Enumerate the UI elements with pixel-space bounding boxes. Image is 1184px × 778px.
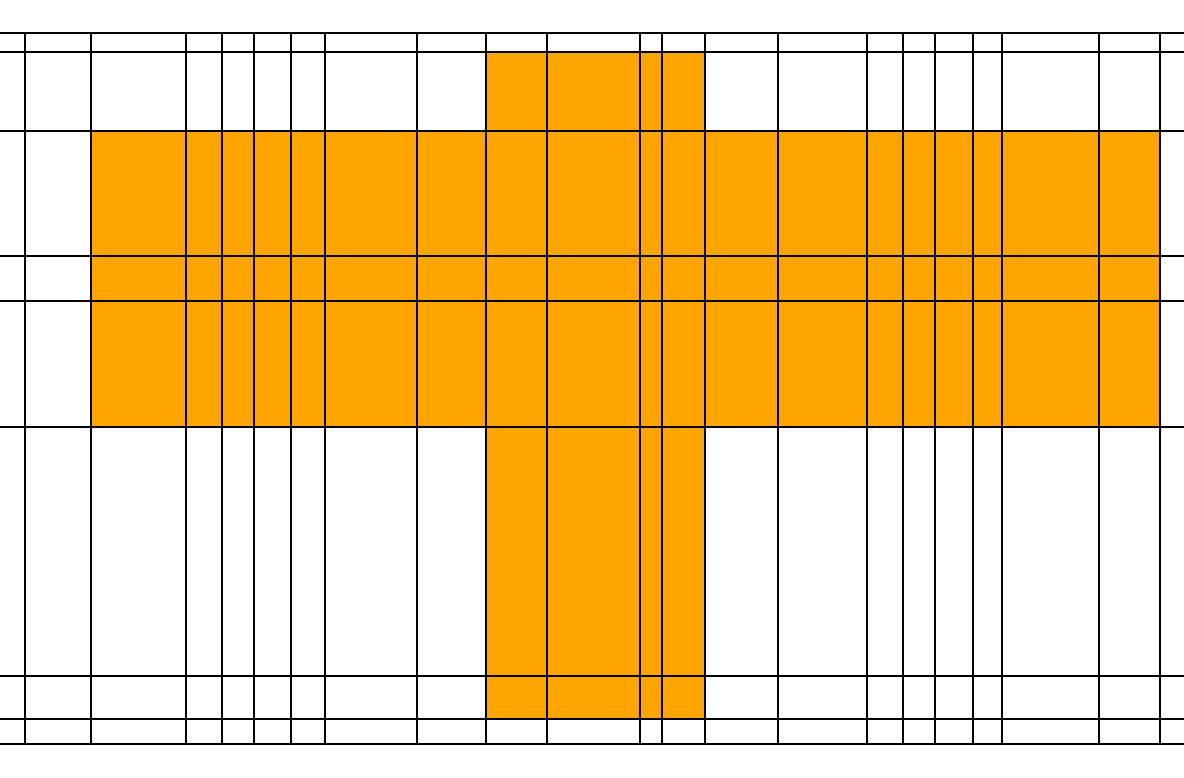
highlighted-cell xyxy=(1099,131,1160,256)
grid-lines xyxy=(0,32,1184,745)
highlighted-cell xyxy=(662,131,705,256)
highlighted-cell xyxy=(325,256,417,301)
highlighted-cell xyxy=(662,676,705,719)
highlighted-cell xyxy=(935,256,973,301)
highlighted-cell xyxy=(547,301,640,427)
highlighted-cell xyxy=(325,131,417,256)
highlighted-cell xyxy=(486,676,547,719)
highlighted-cell xyxy=(640,52,662,131)
highlighted-cell xyxy=(973,301,1002,427)
highlighted-cell xyxy=(1002,131,1099,256)
highlighted-cell xyxy=(973,131,1002,256)
highlighted-cell xyxy=(222,131,254,256)
highlighted-cell xyxy=(662,301,705,427)
highlighted-cell xyxy=(973,256,1002,301)
highlighted-cell xyxy=(254,301,291,427)
highlighted-cell xyxy=(186,256,222,301)
highlighted-cell xyxy=(417,301,486,427)
highlighted-cell xyxy=(417,131,486,256)
highlighted-cell xyxy=(640,131,662,256)
highlighted-cell xyxy=(662,427,705,676)
highlighted-cell xyxy=(705,256,778,301)
highlighted-cell xyxy=(903,131,935,256)
highlighted-cell xyxy=(417,256,486,301)
highlighted-cell xyxy=(325,301,417,427)
highlighted-cell xyxy=(254,131,291,256)
highlighted-cell xyxy=(91,301,186,427)
highlighted-cell xyxy=(778,301,867,427)
highlighted-cell xyxy=(778,256,867,301)
highlighted-cell xyxy=(222,301,254,427)
highlighted-cell xyxy=(486,131,547,256)
highlighted-cell xyxy=(486,301,547,427)
highlighted-cell xyxy=(291,131,325,256)
highlighted-cell xyxy=(640,301,662,427)
highlighted-cell xyxy=(705,301,778,427)
highlighted-cell xyxy=(486,52,547,131)
highlighted-cell xyxy=(640,676,662,719)
highlighted-cell xyxy=(935,301,973,427)
highlighted-cell xyxy=(486,427,547,676)
highlighted-cell xyxy=(705,131,778,256)
highlighted-cell xyxy=(1002,301,1099,427)
highlighted-cell xyxy=(91,256,186,301)
highlighted-cell xyxy=(778,131,867,256)
highlighted-cell xyxy=(547,131,640,256)
highlighted-cell xyxy=(903,256,935,301)
highlighted-cell xyxy=(1002,256,1099,301)
highlighted-cell xyxy=(547,676,640,719)
highlighted-cell xyxy=(547,52,640,131)
highlighted-cell xyxy=(486,256,547,301)
highlighted-cell xyxy=(547,256,640,301)
highlighted-cell xyxy=(547,427,640,676)
highlighted-cell xyxy=(640,256,662,301)
highlighted-cell xyxy=(186,131,222,256)
highlighted-cell xyxy=(935,131,973,256)
highlighted-cell xyxy=(222,256,254,301)
highlighted-cell xyxy=(1099,256,1160,301)
highlighted-cell xyxy=(291,256,325,301)
highlighted-cell xyxy=(186,301,222,427)
highlighted-cell xyxy=(867,131,903,256)
highlighted-cell xyxy=(291,301,325,427)
highlighted-cell xyxy=(662,256,705,301)
highlighted-cells xyxy=(91,52,1160,719)
highlighted-cell xyxy=(1099,301,1160,427)
highlighted-cell xyxy=(867,256,903,301)
highlighted-cell xyxy=(867,301,903,427)
highlighted-cell xyxy=(903,301,935,427)
highlighted-cell xyxy=(91,131,186,256)
highlighted-cell xyxy=(662,52,705,131)
highlighted-cell xyxy=(254,256,291,301)
highlighted-cell xyxy=(640,427,662,676)
